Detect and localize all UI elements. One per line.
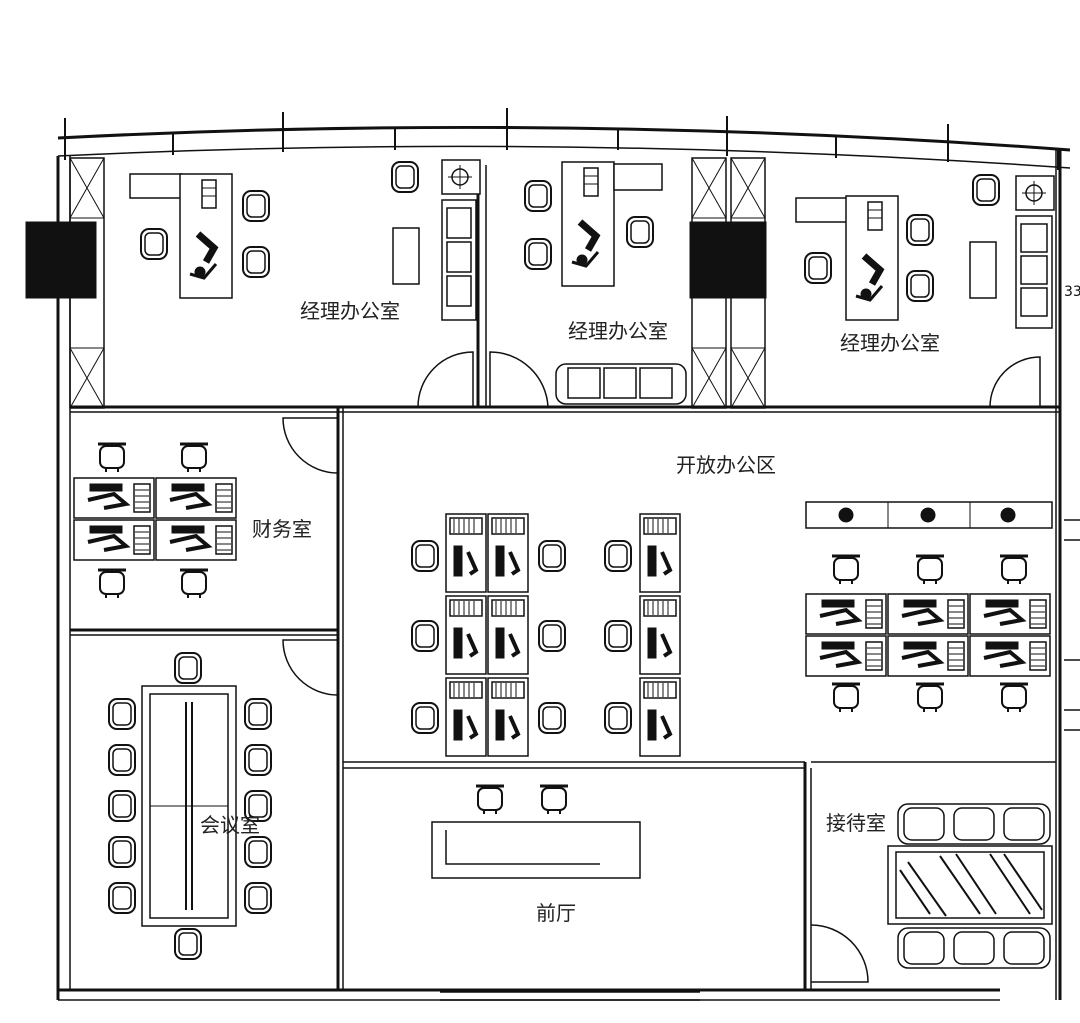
manager-office-1-furniture	[129, 159, 481, 408]
front-hall-furniture	[431, 784, 641, 879]
room-label-open-office: 开放办公区	[676, 453, 776, 477]
room-label-manager-office-3: 经理办公室	[840, 331, 940, 355]
room-label-front-hall: 前厅	[536, 901, 576, 925]
manager-office-2-furniture	[489, 162, 687, 408]
edge-marker: 33	[1064, 284, 1080, 300]
manager-office-3-furniture	[795, 174, 1055, 408]
meeting-room-furniture	[108, 639, 339, 960]
room-label-manager-office-1: 经理办公室	[300, 299, 400, 323]
open-office-furniture	[411, 501, 1080, 758]
finance-room-furniture	[72, 417, 339, 600]
facade	[57, 108, 1071, 170]
column-center	[689, 157, 767, 409]
room-label-reception-room: 接待室	[826, 811, 886, 835]
column-left	[25, 157, 105, 409]
room-label-meeting-room: 会议室	[200, 813, 260, 837]
reception-room-furniture	[810, 803, 1053, 983]
room-label-manager-office-2: 经理办公室	[568, 319, 668, 343]
room-label-finance-room: 财务室	[252, 517, 312, 541]
